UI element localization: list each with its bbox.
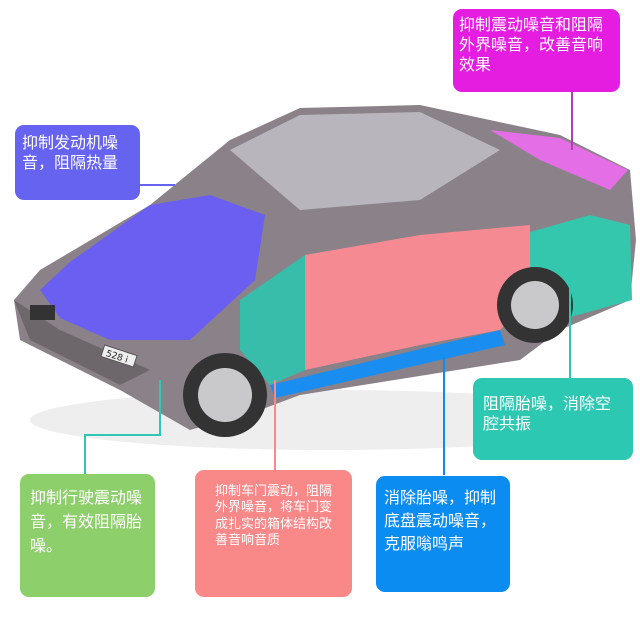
floor-treatment-area <box>270 330 505 398</box>
callout-floor: 消除胎噪，抑制底盘震动噪音，克服嗡鸣声 <box>376 476 510 592</box>
car-cabin <box>230 112 500 210</box>
front-wheel-arch-area <box>240 255 305 385</box>
grille <box>30 305 55 320</box>
door-treatment-area <box>305 225 530 370</box>
license-plate <box>100 344 138 368</box>
callout-rear-wheel: 阻隔胎噪，消除空腔共振 <box>473 378 633 460</box>
connector-front-wheel <box>84 380 161 474</box>
front-bumper <box>14 300 150 385</box>
roof-treatment-area <box>490 130 628 190</box>
callout-floor-text: 消除胎噪，抑制底盘震动噪音，克服嗡鸣声 <box>384 488 497 554</box>
callout-front-wheel: 抑制行驶震动噪音，有效阻隔胎噪。 <box>20 474 155 597</box>
callout-hood-text: 抑制发动机噪音，阻隔热量 <box>22 133 119 172</box>
callout-roof: 抑制震动噪音和阻隔外界噪音，改善音响效果 <box>453 9 620 92</box>
callout-roof-text: 抑制震动噪音和阻隔外界噪音，改善音响效果 <box>459 15 604 74</box>
callout-front-wheel-text: 抑制行驶震动噪音，有效阻隔胎噪。 <box>30 488 143 555</box>
connector-lines <box>84 92 573 475</box>
hood-treatment-area <box>40 195 265 340</box>
callout-rear-wheel-text: 阻隔胎噪，消除空腔共振 <box>483 394 612 433</box>
callout-hood: 抑制发动机噪音，阻隔热量 <box>15 125 140 200</box>
callout-door-text: 抑制车门震动，阻隔外界噪音，将车门变成扎实的箱体结构改善音响音质 <box>215 484 333 548</box>
rear-rim <box>511 281 559 329</box>
front-rim <box>198 368 252 422</box>
callout-door: 抑制车门震动，阻隔外界噪音，将车门变成扎实的箱体结构改善音响音质 <box>195 470 352 597</box>
